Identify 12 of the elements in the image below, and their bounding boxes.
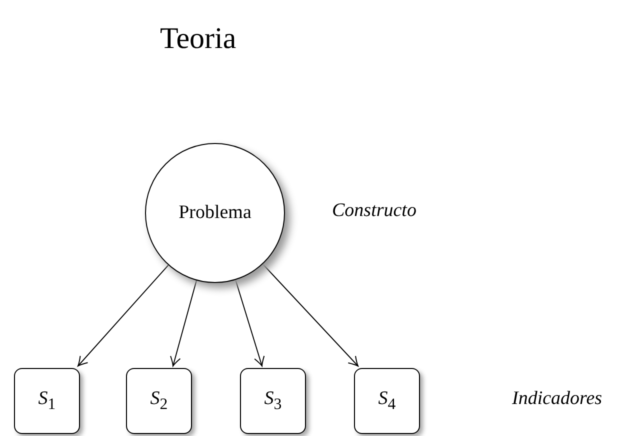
- row-caption: Indicadores: [512, 388, 602, 410]
- indicator-box: [14, 368, 80, 434]
- node-label: S$_{1}$: [38, 388, 56, 414]
- indicator-box: [126, 368, 192, 434]
- node-label: S$_{3}$: [264, 388, 282, 414]
- node-label: S$_{2}$: [150, 388, 168, 414]
- title: Teoria: [160, 22, 236, 56]
- indicator-box: [354, 368, 420, 434]
- indicator-box: [240, 368, 306, 434]
- node-caption: Constructo: [332, 200, 416, 222]
- node-label: Problema: [178, 202, 252, 224]
- node-label: S$_{4}$: [378, 388, 396, 414]
